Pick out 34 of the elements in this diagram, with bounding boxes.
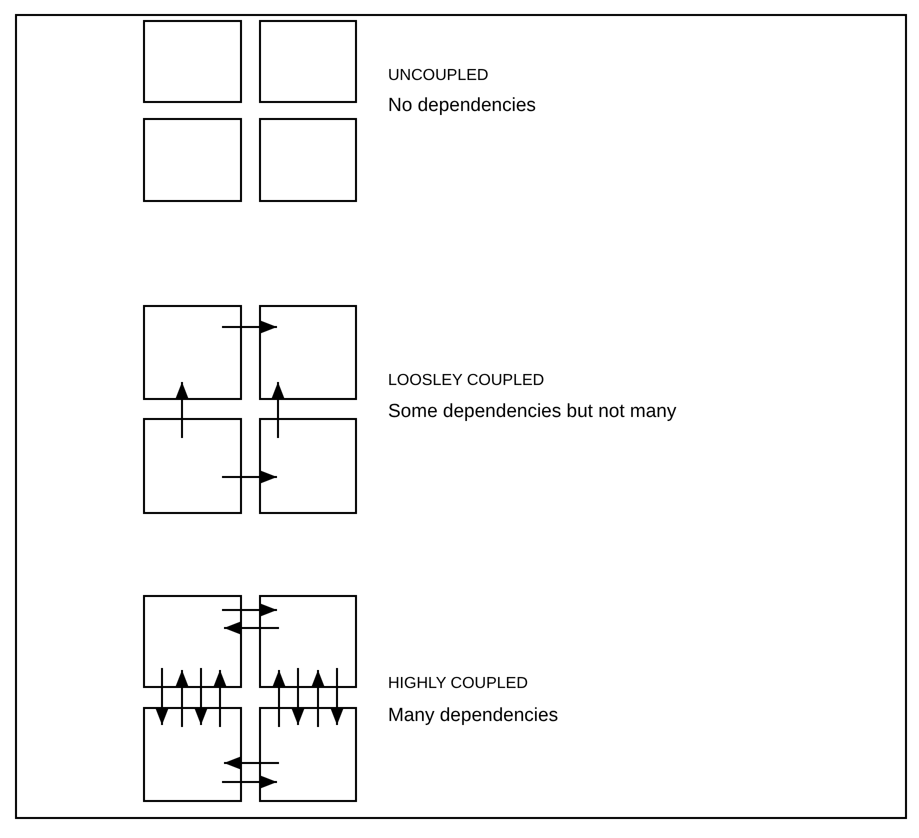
- arrow: [311, 670, 325, 727]
- arrow: [222, 320, 277, 334]
- square-box: [259, 305, 357, 400]
- description-label: Some dependencies but not many: [388, 400, 676, 424]
- arrow: [194, 668, 208, 725]
- arrow: [272, 670, 286, 727]
- square-box: [259, 595, 357, 688]
- heading-label: LOOSLEY COUPLED: [388, 371, 544, 391]
- square-box: [143, 595, 242, 688]
- square-box: [143, 418, 242, 514]
- square-box: [143, 20, 242, 103]
- arrow: [222, 603, 277, 617]
- arrow: [222, 470, 277, 484]
- square-box: [259, 118, 357, 202]
- arrow: [155, 668, 169, 725]
- square-box: [259, 20, 357, 103]
- description-label: Many dependencies: [388, 704, 558, 728]
- square-box: [259, 707, 357, 802]
- arrow: [330, 668, 344, 725]
- square-box: [143, 305, 242, 400]
- heading-label: HIGHLY COUPLED: [388, 674, 528, 694]
- arrow: [222, 775, 277, 789]
- arrow: [175, 382, 189, 438]
- arrow: [291, 668, 305, 725]
- square-box: [259, 418, 357, 514]
- arrow: [213, 670, 227, 727]
- heading-label: UNCOUPLED: [388, 66, 488, 86]
- description-label: No dependencies: [388, 94, 536, 118]
- arrow: [271, 382, 285, 438]
- arrow: [175, 670, 189, 727]
- square-box: [143, 707, 242, 802]
- square-box: [143, 118, 242, 202]
- arrow: [224, 621, 279, 635]
- arrow: [224, 756, 279, 770]
